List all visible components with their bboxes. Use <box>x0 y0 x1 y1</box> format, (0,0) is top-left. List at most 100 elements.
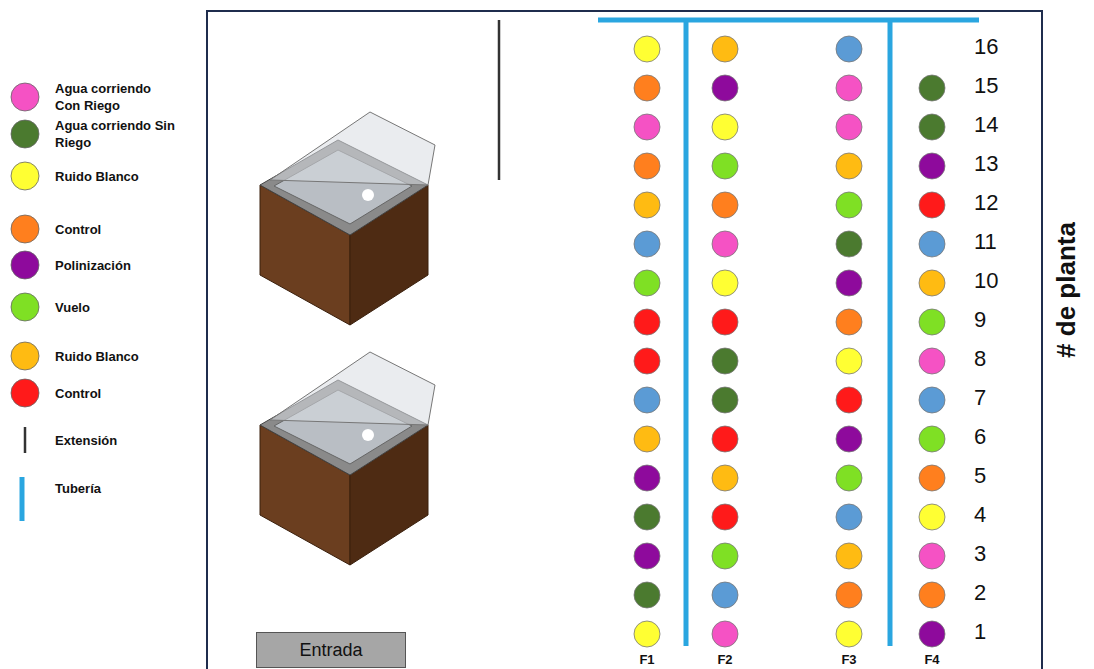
shape <box>362 429 374 441</box>
plant-marker <box>634 465 660 491</box>
plant-marker <box>919 75 945 101</box>
axis-title: # de planta <box>1053 222 1079 358</box>
plant-marker <box>836 582 862 608</box>
plant-marker <box>712 621 738 647</box>
pipe <box>598 20 979 646</box>
plant-marker <box>836 309 862 335</box>
plant-marker <box>634 75 660 101</box>
column-label: F3 <box>841 653 856 666</box>
plant-marker <box>919 270 945 296</box>
plant-marker <box>836 426 862 452</box>
plant-number: 16 <box>974 36 998 58</box>
shape <box>270 352 435 425</box>
plant-number: 1 <box>974 621 986 643</box>
legend-symbols <box>11 83 39 521</box>
legend-swatch <box>11 120 39 148</box>
column-label: F4 <box>924 653 939 666</box>
plant-marker <box>919 309 945 335</box>
plant-marker <box>712 387 738 413</box>
plant-marker <box>836 231 862 257</box>
plant-marker <box>712 231 738 257</box>
legend-swatch <box>11 379 39 407</box>
plant-marker <box>634 387 660 413</box>
column-label: F1 <box>639 653 654 666</box>
plant-marker <box>919 621 945 647</box>
plant-number: 6 <box>974 426 986 448</box>
plant-number: 11 <box>974 231 997 253</box>
plant-number: 12 <box>974 192 998 214</box>
plant-marker <box>712 426 738 452</box>
legend-label: Vuelo <box>55 299 175 316</box>
plant-marker <box>836 543 862 569</box>
extension-line <box>498 20 501 180</box>
plant-marker <box>712 114 738 140</box>
legend-label: Control <box>55 385 175 402</box>
plant-number: 8 <box>974 348 986 370</box>
plant-number: 9 <box>974 309 986 331</box>
plant-number: 10 <box>974 270 998 292</box>
plant-marker <box>836 387 862 413</box>
plant-number: 4 <box>974 504 986 526</box>
plant-number: 2 <box>974 582 986 604</box>
plant-number: 5 <box>974 465 986 487</box>
plant-marker <box>836 465 862 491</box>
plant-marker <box>712 75 738 101</box>
plant-marker <box>919 153 945 179</box>
plant-marker <box>836 621 862 647</box>
chamber-illustration <box>260 112 435 565</box>
plant-marker <box>634 231 660 257</box>
plant-marker <box>634 426 660 452</box>
plant-number: 7 <box>974 387 986 409</box>
plant-marker <box>919 465 945 491</box>
column-label: F2 <box>717 653 732 666</box>
room-frame <box>207 11 1042 669</box>
legend-swatch <box>11 162 39 190</box>
entrance-box: Entrada <box>256 632 406 668</box>
plant-marker <box>634 504 660 530</box>
plant-marker <box>919 543 945 569</box>
plant-marker <box>634 309 660 335</box>
legend-label: Agua corriendo Sin Riego <box>55 117 175 151</box>
legend-swatch <box>11 293 39 321</box>
legend-line-sample <box>24 427 27 453</box>
plant-marker <box>919 387 945 413</box>
plant-marker <box>712 309 738 335</box>
shape <box>362 189 374 201</box>
plant-marker <box>712 504 738 530</box>
plant-marker <box>836 348 862 374</box>
legend-swatch <box>11 215 39 243</box>
legend-label: Tubería <box>55 480 175 497</box>
plant-marker <box>836 36 862 62</box>
legend-swatch <box>11 251 39 279</box>
plant-marker <box>634 153 660 179</box>
plant-number: 13 <box>974 153 998 175</box>
plant-marker <box>919 504 945 530</box>
legend-label: Polinización <box>55 257 175 274</box>
legend-swatch <box>11 83 39 111</box>
plant-marker <box>634 36 660 62</box>
plant-marker <box>919 192 945 218</box>
legend-label: Control <box>55 221 175 238</box>
plant-marker <box>712 465 738 491</box>
plant-number: 14 <box>974 114 998 136</box>
legend-pipe-sample <box>20 477 25 521</box>
plant-marker <box>634 192 660 218</box>
legend-swatch <box>11 342 39 370</box>
legend-label: Ruido Blanco <box>55 168 175 185</box>
legend-label: Agua corriendo Con Riego <box>55 80 175 114</box>
plant-marker <box>919 231 945 257</box>
plant-grid <box>634 36 945 647</box>
plant-marker <box>712 582 738 608</box>
shape <box>270 112 435 185</box>
plant-marker <box>634 543 660 569</box>
plant-marker <box>634 270 660 296</box>
plant-marker <box>836 153 862 179</box>
plant-marker <box>836 75 862 101</box>
plant-marker <box>712 270 738 296</box>
plant-marker <box>919 114 945 140</box>
plant-marker <box>712 348 738 374</box>
plant-marker <box>634 582 660 608</box>
plant-marker <box>634 114 660 140</box>
plant-marker <box>634 621 660 647</box>
